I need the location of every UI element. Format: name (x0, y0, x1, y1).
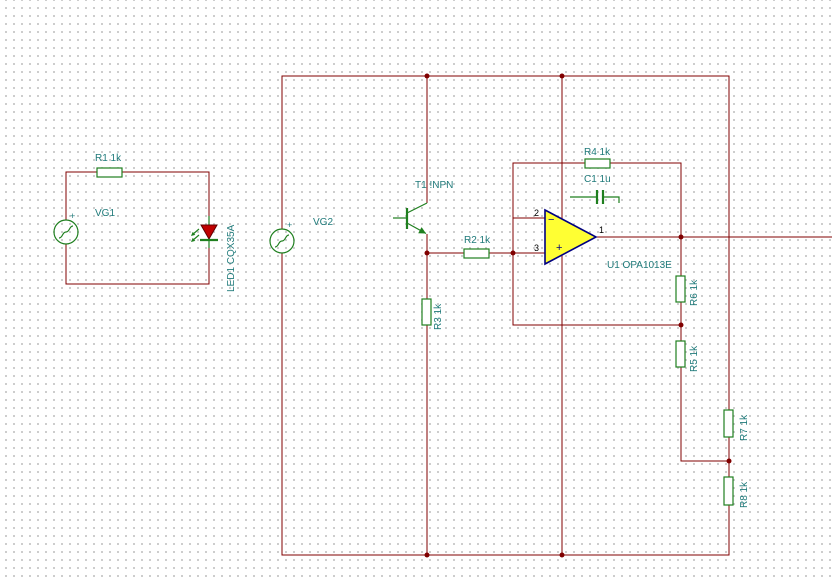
label-r5: R5 1k (689, 345, 700, 372)
pin-number-inverting: 2 (534, 208, 539, 218)
wire[interactable] (65, 244, 210, 285)
wire[interactable] (281, 75, 730, 410)
pin-number-noninverting: 3 (534, 243, 539, 253)
wire[interactable] (65, 171, 97, 220)
pin-number-output: 1 (599, 225, 604, 235)
emitter-arrow-icon (418, 227, 426, 234)
voltage-source-vg1[interactable]: + (53, 211, 79, 245)
capacitor-c1[interactable] (570, 190, 620, 204)
label-vg1: VG1 (95, 208, 115, 219)
inverting-sign: − (548, 214, 554, 226)
opamp-triangle[interactable] (544, 208, 598, 266)
label-led1: LED1 CQX35A (226, 224, 237, 292)
wire[interactable] (281, 253, 730, 556)
junction-node (559, 552, 565, 558)
resistor-r8[interactable] (723, 476, 734, 506)
light-arrowhead-icon (191, 231, 196, 236)
noninverting-sign: + (556, 242, 562, 254)
junction-node (559, 73, 565, 79)
resistor-r4[interactable] (584, 158, 611, 169)
junction-node (424, 73, 430, 79)
label-t1: T1 !NPN (415, 180, 453, 191)
label-r4: R4 1k (584, 147, 611, 158)
resistor-body[interactable] (96, 167, 123, 178)
wire[interactable] (680, 367, 729, 462)
resistor-r1[interactable] (96, 167, 123, 178)
label-r2: R2 1k (464, 235, 491, 246)
wire[interactable] (122, 171, 210, 216)
resistor-r6[interactable] (675, 275, 686, 303)
label-r1: R1 1k (95, 153, 122, 164)
voltage-source-vg2[interactable]: + (269, 220, 295, 254)
led-triangle[interactable] (200, 224, 218, 241)
resistor-body[interactable] (723, 409, 734, 438)
opamp-u1[interactable]: − + 2 3 1 (534, 208, 604, 266)
resistor-body[interactable] (463, 248, 490, 259)
label-r3: R3 1k (433, 303, 444, 330)
transistor-t1[interactable] (393, 202, 428, 235)
resistor-body[interactable] (675, 340, 686, 368)
junction-node (510, 250, 516, 256)
junction-node (678, 322, 684, 328)
wire[interactable] (512, 162, 681, 326)
sine-wave-icon (58, 225, 74, 239)
source-circle[interactable] (53, 219, 79, 245)
label-r6: R6 1k (689, 279, 700, 306)
resistor-r3[interactable] (421, 298, 432, 326)
source-plus-sign: + (70, 211, 75, 221)
label-u1: U1 OPA1013E (607, 260, 672, 271)
resistor-body[interactable] (421, 298, 432, 326)
label-c1: C1 1u (584, 174, 611, 185)
junction-node (424, 552, 430, 558)
resistor-r5[interactable] (675, 340, 686, 368)
light-arrowhead-icon (191, 237, 196, 242)
collector-lead (406, 202, 428, 214)
junction-node (726, 458, 732, 464)
led-led1[interactable] (191, 216, 218, 248)
label-vg2: VG2 (313, 217, 333, 228)
capacitor-lead (603, 196, 620, 203)
label-r8: R8 1k (739, 481, 750, 508)
resistor-body[interactable] (723, 476, 734, 506)
label-r7: R7 1k (739, 414, 750, 441)
source-plus-sign: + (287, 220, 292, 230)
sine-wave-icon (274, 234, 290, 248)
junction-node (678, 234, 684, 240)
resistor-body[interactable] (584, 158, 611, 169)
resistor-r7[interactable] (723, 409, 734, 438)
resistor-r2[interactable] (463, 248, 490, 259)
junction-node (424, 250, 430, 256)
resistor-body[interactable] (675, 275, 686, 303)
source-circle[interactable] (269, 228, 295, 254)
